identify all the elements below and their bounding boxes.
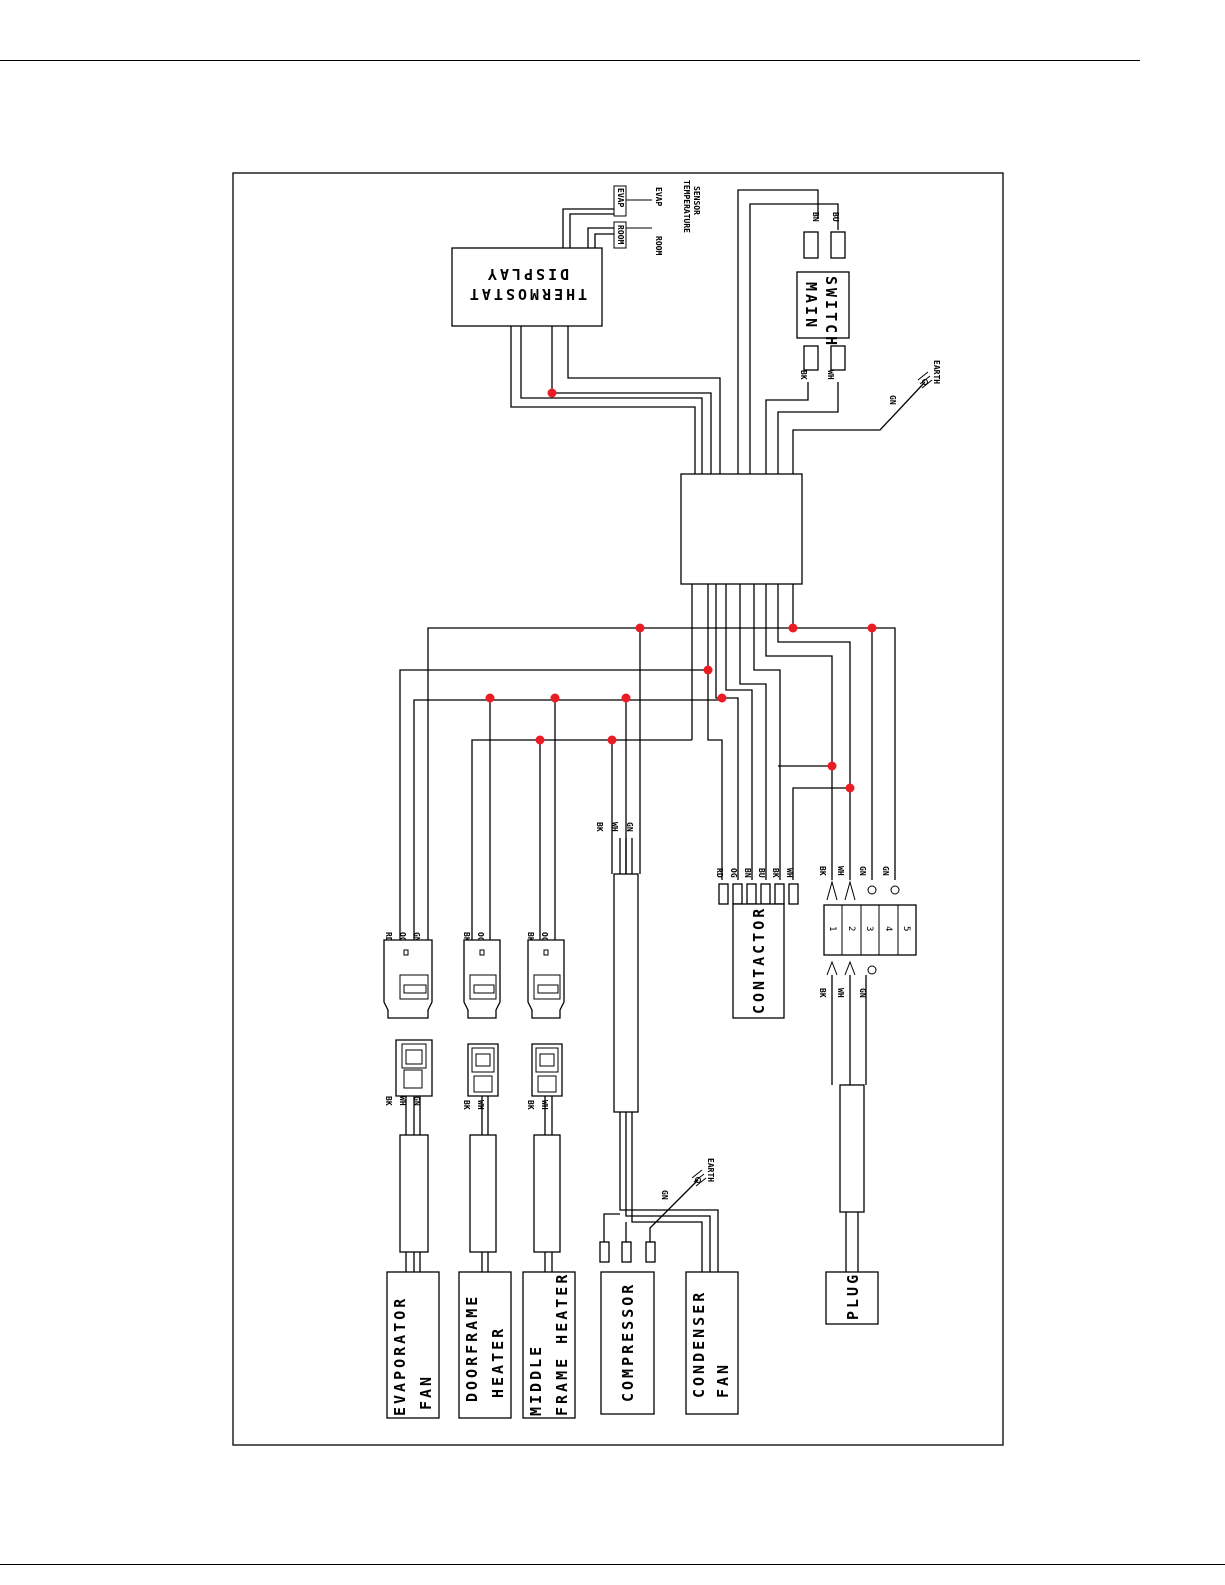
earth-label-compressor: EARTH <box>706 1158 715 1182</box>
wire-code-evap-load-gn: GN <box>412 1096 421 1106</box>
wire-code-terminal-gn2: GN <box>881 866 890 876</box>
terminal-number-1: 1 <box>827 926 837 931</box>
plug-inputs <box>827 962 876 975</box>
plug-label: PLUG <box>844 1272 862 1320</box>
terminal-number-3: 3 <box>864 926 874 931</box>
switch-terminal-bu <box>831 232 845 258</box>
wire-code-compressor-gn: GN <box>625 822 634 832</box>
door-connector-male <box>468 1044 498 1096</box>
wire-code-switch-bu: BU <box>831 212 840 222</box>
compressor-pins <box>600 1242 655 1262</box>
middle-frame-heater-label-line1: MIDDLE <box>527 1344 545 1416</box>
compressor-earth-wire-code: GN <box>660 1190 669 1200</box>
door-cable-sleeve <box>470 1135 496 1252</box>
doorframe-heater-label-line2: HEATER <box>489 1326 507 1398</box>
wire-code-evap-load-wh: WH <box>398 1096 407 1106</box>
main-switch-label-line2: SWITCH <box>822 276 840 348</box>
terminal-number-2: 2 <box>846 926 856 931</box>
evaporator-fan-label-line2: FAN <box>417 1374 435 1410</box>
wire-code-contactor-rd: RD <box>715 868 724 878</box>
wire-code-contactor-wh: WH <box>785 868 794 878</box>
wire-code-plug-bk: BK <box>818 988 827 998</box>
earth-label-top: EARTH <box>932 360 941 384</box>
wire-code-switch-bn: BN <box>811 212 820 222</box>
earth-symbol-top <box>918 372 932 388</box>
wire-code-switch-bk: BK <box>799 370 808 380</box>
condenser-fan-label-line1: CONDENSER <box>690 1290 708 1398</box>
terminal-block-inputs <box>827 882 899 900</box>
condenser-fan-label-line2: FAN <box>714 1362 732 1398</box>
wire-code-contactor-bn: BN <box>743 868 752 878</box>
mid-connector-male <box>532 1044 562 1096</box>
doorframe-heater-label-line1: DOORFRAME <box>463 1294 481 1402</box>
mid-cable-sleeve <box>534 1135 560 1252</box>
wire-code-evap-load-bk: BK <box>384 1096 393 1106</box>
diagram-frame <box>233 173 1003 1445</box>
sensor-room-tag-text: ROOM <box>616 225 625 244</box>
switch-terminal-bn <box>804 232 818 258</box>
contactor-pins <box>719 884 798 904</box>
main-switch-label-line1: MAIN <box>802 282 820 330</box>
wire-code-terminal-bk: BK <box>818 866 827 876</box>
wire-code-door-load-wh: WH <box>476 1100 485 1110</box>
sensor-room-label: ROOM <box>654 236 663 255</box>
switch-terminal-bk <box>804 346 818 370</box>
door-connector-female <box>464 940 500 1018</box>
temperature-sensor-label-line1: TEMPERATURE <box>682 180 691 233</box>
junction-dots <box>486 389 877 793</box>
evap-connector-female <box>384 940 432 1018</box>
wire-code-terminal-wh: WH <box>836 866 845 876</box>
compressor-cable-sleeve <box>614 874 638 1112</box>
evaporator-fan-label-line1: EVAPORATOR <box>391 1296 409 1416</box>
wire-code-contactor-bu: BU <box>757 868 766 878</box>
sensor-evap-label: EVAP <box>654 187 663 206</box>
terminal-number-4: 4 <box>883 926 893 931</box>
wire-code-compressor-bk: BK <box>595 822 604 832</box>
wire-code-door-load-bk: BK <box>462 1100 471 1110</box>
evap-connector-male <box>396 1040 432 1096</box>
wire-code-contactor-og: OG <box>729 868 738 878</box>
wire-code-terminal-gn1: GN <box>858 866 867 876</box>
middle-frame-heater-label-line2: FRAME HEATER <box>553 1272 571 1416</box>
plug-cable-sleeve <box>840 1085 864 1212</box>
contactor-label: CONTACTOR <box>750 906 768 1014</box>
sensor-evap-tag-text: EVAP <box>616 188 625 207</box>
wire-code-plug-wh: WH <box>836 988 845 998</box>
wire-code-plug-gn: GN <box>858 988 867 998</box>
thermostat-label-line2: DISPLAY <box>485 265 569 283</box>
wire-code-mid-load-wh: WH <box>540 1100 549 1110</box>
wire-code-switch-wh: WH <box>826 370 835 380</box>
wire-code-mid-load-bk: BK <box>526 1100 535 1110</box>
mid-connector-female <box>528 940 564 1018</box>
wire-code-contactor-bk: BK <box>771 868 780 878</box>
junction-box <box>681 474 802 584</box>
earth-wire-code-top: GN <box>888 395 897 405</box>
switch-terminal-wh <box>831 346 845 370</box>
evap-cable-sleeve <box>400 1135 428 1252</box>
terminal-number-5: 5 <box>901 926 911 931</box>
wire-code-compressor-wh: WH <box>610 822 619 832</box>
thermostat-label-line1: THERMOSTAT <box>467 285 587 303</box>
compressor-label: COMPRESSOR <box>619 1282 637 1402</box>
temperature-sensor-label-line2: SENSOR <box>692 186 701 215</box>
